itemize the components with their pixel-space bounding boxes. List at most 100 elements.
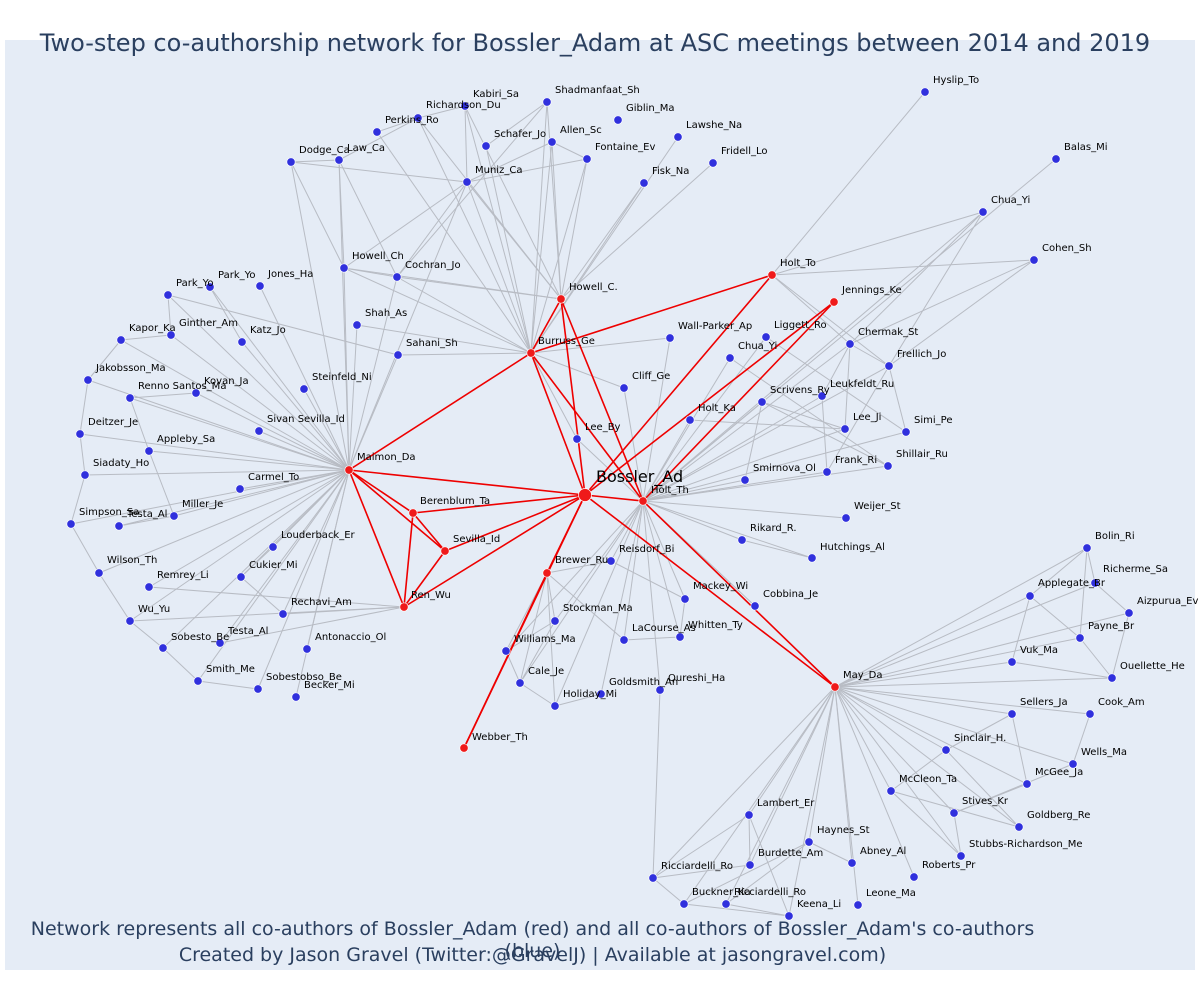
node-Keena_Li[interactable]	[784, 911, 794, 921]
node-Abney_Al[interactable]	[847, 858, 857, 868]
node-Park_Yo[interactable]	[163, 290, 173, 300]
node-Testa_Al[interactable]	[215, 638, 225, 648]
node-Carmel_To[interactable]	[235, 484, 245, 494]
node-Katz_Jo[interactable]	[237, 337, 247, 347]
node-Bossler_Ad[interactable]	[578, 488, 592, 502]
node-Frellich_Jo[interactable]	[884, 361, 894, 371]
node-Chermak_St[interactable]	[845, 339, 855, 349]
node-Shadmanfaat_Sh[interactable]	[542, 97, 552, 107]
node-Miller_Je[interactable]	[169, 511, 179, 521]
node-Kovan_Ja[interactable]	[191, 388, 201, 398]
node-Payne_Br[interactable]	[1075, 633, 1085, 643]
node-Smirnova_Ol[interactable]	[740, 475, 750, 485]
node-Burdette_Am[interactable]	[745, 860, 755, 870]
node-Richardson_Du[interactable]	[413, 113, 423, 123]
node-Fisk_Na[interactable]	[639, 178, 649, 188]
node-Goldberg_Re[interactable]	[1014, 822, 1024, 832]
node-Cobbina_Je[interactable]	[750, 601, 760, 611]
node-Rechavi_Am[interactable]	[278, 609, 288, 619]
node-Testa_Al[interactable]	[114, 521, 124, 531]
node-Bolin_Ri[interactable]	[1082, 543, 1092, 553]
node-Ricciardelli_Ro[interactable]	[648, 873, 658, 883]
node-Maimon_Da[interactable]	[344, 465, 354, 475]
node-Howell_Ch[interactable]	[339, 263, 349, 273]
node-Wilson_Th[interactable]	[94, 568, 104, 578]
node-Aizpurua_Ev[interactable]	[1124, 608, 1134, 618]
node-Weijer_St[interactable]	[841, 513, 851, 523]
node-Sobestobso_Be[interactable]	[253, 684, 263, 694]
node-Holt_Ka[interactable]	[685, 415, 695, 425]
node-Cukier_Mi[interactable]	[236, 572, 246, 582]
node-Leone_Ma[interactable]	[853, 900, 863, 910]
node-Lawshe_Na[interactable]	[673, 132, 683, 142]
node-Chua_Yi[interactable]	[978, 207, 988, 217]
node-Sinclair_H.[interactable]	[941, 745, 951, 755]
node-Reisdorf_Bi[interactable]	[606, 556, 616, 566]
node-Burruss_Ge[interactable]	[526, 348, 536, 358]
node-Perkins_Ro[interactable]	[372, 127, 382, 137]
node-Fridell_Lo[interactable]	[708, 158, 718, 168]
node-Jennings_Ke[interactable]	[829, 297, 839, 307]
node-Sivan Sevilla_Id[interactable]	[254, 426, 264, 436]
node-Jakobsson_Ma[interactable]	[83, 375, 93, 385]
node-Simpson_Sa[interactable]	[66, 519, 76, 529]
node-Deitzer_Je[interactable]	[75, 429, 85, 439]
node-Lee_By[interactable]	[572, 434, 582, 444]
node-Applegate_Br[interactable]	[1025, 591, 1035, 601]
node-Cohen_Sh[interactable]	[1029, 255, 1039, 265]
node-Liggett_Ro[interactable]	[761, 332, 771, 342]
node-Williams_Ma[interactable]	[501, 646, 511, 656]
node-Sellers_Ja[interactable]	[1007, 709, 1017, 719]
node-Becker_Mi[interactable]	[291, 692, 301, 702]
node-May_Da[interactable]	[830, 682, 840, 692]
node-Appleby_Sa[interactable]	[144, 446, 154, 456]
node-Berenblum_Ta[interactable]	[408, 508, 418, 518]
node-Law_Ca[interactable]	[334, 155, 344, 165]
node-Qureshi_Ha[interactable]	[655, 685, 665, 695]
node-Schafer_Jo[interactable]	[481, 141, 491, 151]
node-McGee_Ja[interactable]	[1022, 779, 1032, 789]
node-Allen_Sc[interactable]	[547, 137, 557, 147]
node-Goldsmith_An[interactable]	[596, 689, 606, 699]
node-McCleon_Ta[interactable]	[886, 786, 896, 796]
node-Wells_Ma[interactable]	[1068, 759, 1078, 769]
node-Cale_Je[interactable]	[515, 678, 525, 688]
node-Louderback_Er[interactable]	[268, 542, 278, 552]
node-Hyslip_To[interactable]	[920, 87, 930, 97]
node-Shah_As[interactable]	[352, 320, 362, 330]
node-Howell_C.[interactable]	[556, 294, 566, 304]
node-Stockman_Ma[interactable]	[550, 616, 560, 626]
node-Shillair_Ru[interactable]	[883, 461, 893, 471]
node-Kabiri_Sa[interactable]	[460, 101, 470, 111]
node-Webber_Th[interactable]	[459, 743, 469, 753]
node-Holt_To[interactable]	[767, 270, 777, 280]
node-Lee_Ji[interactable]	[840, 424, 850, 434]
node-Holt_Th[interactable]	[638, 496, 648, 506]
node-Richerme_Sa[interactable]	[1090, 578, 1100, 588]
node-Antonaccio_Ol[interactable]	[302, 644, 312, 654]
node-Sobesto_Be[interactable]	[158, 643, 168, 653]
node-Buckner_Ka[interactable]	[679, 899, 689, 909]
node-Holiday_Mi[interactable]	[550, 701, 560, 711]
node-Leukfeldt_Ru[interactable]	[817, 391, 827, 401]
node-Smith_Me[interactable]	[193, 676, 203, 686]
node-LaCourse_As[interactable]	[619, 635, 629, 645]
node-Sahani_Sh[interactable]	[393, 350, 403, 360]
node-Ren_Wu[interactable]	[399, 602, 409, 612]
node-Siadaty_Ho[interactable]	[80, 470, 90, 480]
node-Park_Yo[interactable]	[205, 282, 215, 292]
node-Whitten_Ty[interactable]	[675, 632, 685, 642]
node-Brewer_Ru[interactable]	[542, 568, 552, 578]
node-Simi_Pe[interactable]	[901, 427, 911, 437]
node-Vuk_Ma[interactable]	[1007, 657, 1017, 667]
node-Ricciardelli_Ro[interactable]	[721, 899, 731, 909]
node-Hutchings_Al[interactable]	[807, 553, 817, 563]
node-Cochran_Jo[interactable]	[392, 272, 402, 282]
node-Muniz_Ca[interactable]	[462, 177, 472, 187]
node-Frank_Ri[interactable]	[822, 467, 832, 477]
node-Dodge_Ca[interactable]	[286, 157, 296, 167]
node-Balas_Mi[interactable]	[1051, 154, 1061, 164]
node-Scrivens_Ry[interactable]	[757, 397, 767, 407]
node-Giblin_Ma[interactable]	[613, 115, 623, 125]
node-Cliff_Ge[interactable]	[619, 383, 629, 393]
